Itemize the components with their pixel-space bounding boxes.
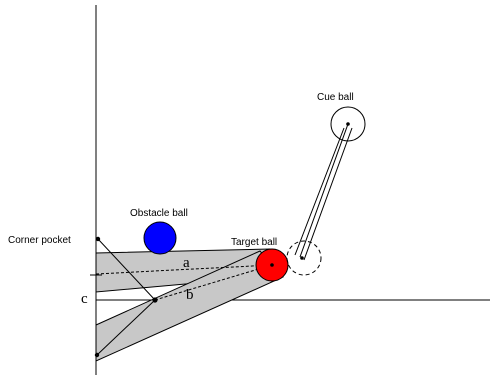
obstacle-ball-label: Obstacle ball (130, 208, 188, 219)
cue-path-line-2 (303, 127, 353, 261)
corner-pocket-point (95, 236, 101, 242)
reflection-line-out (96, 299, 156, 356)
ghost-ball (286, 240, 322, 276)
cue-path-line-3 (299, 123, 349, 258)
cue-path-line-1 (294, 127, 345, 256)
mirror-pocket-point (94, 352, 100, 358)
target-ball-center (270, 263, 274, 267)
path-b-center-line (154, 264, 273, 301)
obstacle-ball (143, 221, 177, 255)
ghost-ball-center (300, 256, 304, 260)
reflection-line-in (97, 238, 156, 301)
target-ball-label: Target ball (231, 237, 277, 248)
cue-ball-label: Cue ball (317, 92, 354, 103)
path-a-center-line (95, 264, 273, 275)
bounce-point (152, 297, 158, 303)
path-b-label: b (186, 287, 194, 303)
path-a-label: a (183, 255, 190, 271)
dim-c-label: c (81, 291, 88, 307)
corner-pocket-label: Corner pocket (8, 235, 71, 246)
